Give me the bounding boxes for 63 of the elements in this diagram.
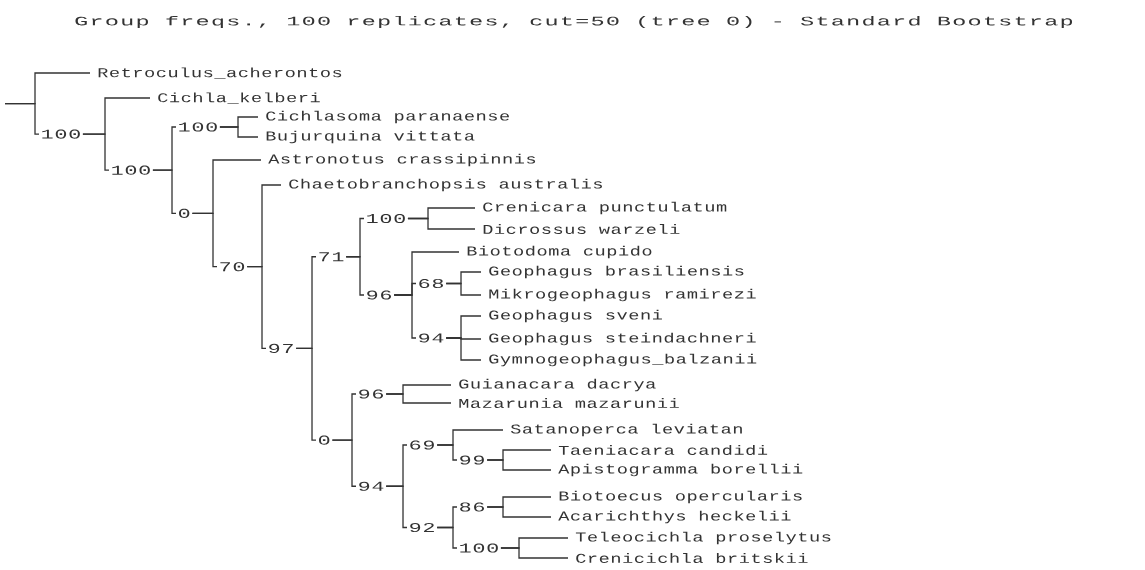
taxon-label: Biotoecus opercularis xyxy=(559,490,802,504)
support-value: 96 xyxy=(367,290,391,300)
support-value: 100 xyxy=(112,165,150,175)
taxon-label: Astronotus crassipinnis xyxy=(268,153,536,167)
taxon-label: Gymnogeophagus_balzanii xyxy=(489,353,757,367)
taxon-label: Geophagus steindachneri xyxy=(489,332,756,346)
taxon-label: Geophagus sveni xyxy=(489,309,662,323)
taxon-label: Crenicichla britskii xyxy=(576,553,808,563)
taxon-label: Mazarunia mazarunii xyxy=(459,398,679,408)
taxon-label: Cichla_kelberi xyxy=(158,92,320,104)
tree-branch xyxy=(407,217,476,230)
support-value: 70 xyxy=(220,262,245,272)
support-value: 68 xyxy=(419,278,443,289)
taxon-label: Acarichthys heckelii xyxy=(558,510,791,524)
taxon-label: Guianacara dacrya xyxy=(459,378,656,392)
tree-branch xyxy=(436,526,458,549)
support-value: 0 xyxy=(179,208,190,218)
tree-branch xyxy=(331,439,357,487)
taxon-label: Mikrogeophagus ramirezi xyxy=(489,288,756,302)
tree-title: Group freqs., 100 replicates, cut=50 (tree 0) - Standard Bootstrap xyxy=(75,15,1073,29)
support-value: 96 xyxy=(359,389,383,399)
tree-branch xyxy=(445,337,482,361)
support-value: 94 xyxy=(419,333,444,343)
taxon-label: Retroculus_acherontos xyxy=(98,67,342,79)
tree-branch xyxy=(445,282,482,296)
tree-branch xyxy=(486,459,552,471)
tree-branch xyxy=(219,126,259,138)
taxon-label: Teleocichla proselytus xyxy=(575,531,831,545)
tree-branch xyxy=(436,444,458,461)
taxon-label: Dicrossus warzeli xyxy=(483,224,680,234)
support-value: 97 xyxy=(269,343,293,353)
support-value: 100 xyxy=(42,129,80,139)
taxon-label: Biotodoma cupido xyxy=(467,245,652,259)
tree-branch xyxy=(191,212,218,268)
support-value: 100 xyxy=(367,213,405,224)
tree-branch xyxy=(385,393,452,404)
support-value: 0 xyxy=(319,435,330,445)
tree-branch xyxy=(152,169,177,214)
support-value: 99 xyxy=(460,455,484,465)
support-value: 86 xyxy=(460,502,484,512)
taxon-label: Apistogramma borellii xyxy=(558,463,803,477)
taxon-label: Geophagus brasiliensis xyxy=(489,265,744,279)
support-value: 100 xyxy=(179,122,217,132)
taxon-label: Satanoperca leviatan xyxy=(510,423,742,437)
tree-branch xyxy=(393,294,417,339)
support-value: 94 xyxy=(359,481,384,491)
support-value: 100 xyxy=(460,543,498,553)
taxon-label: Chaetobranchopsis australis xyxy=(289,178,602,192)
tree-branch xyxy=(385,485,408,529)
tree-branch xyxy=(295,347,317,441)
support-value: 92 xyxy=(410,522,434,533)
taxon-label: Taeniacara candidi xyxy=(558,445,768,455)
tree-branch xyxy=(500,547,569,559)
support-value: 69 xyxy=(410,440,434,450)
taxon-label: Crenicara punctulatum xyxy=(483,201,727,215)
tree-branch xyxy=(4,102,40,135)
tree-branch xyxy=(246,266,267,350)
tree-branch xyxy=(82,133,110,171)
support-value: 71 xyxy=(319,252,344,262)
taxon-label: Cichlasoma paranaense xyxy=(266,110,509,124)
tree-branch xyxy=(345,256,365,296)
tree-branch xyxy=(486,506,552,518)
taxon-label: Bujurquina vittata xyxy=(266,130,475,144)
